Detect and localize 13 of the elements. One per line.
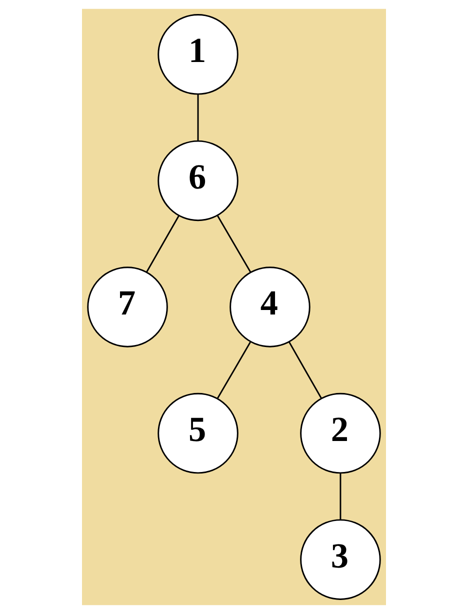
node-circle: 6 xyxy=(158,140,238,222)
node-circle: 3 xyxy=(300,519,381,600)
connector xyxy=(216,342,251,399)
connector xyxy=(340,473,342,520)
connector xyxy=(197,94,199,141)
node-circle: 2 xyxy=(300,392,381,474)
node-circle: 5 xyxy=(158,392,238,474)
node-circle: 1 xyxy=(158,14,238,95)
connector xyxy=(288,342,322,399)
connector xyxy=(146,216,180,272)
node-circle: 7 xyxy=(87,266,168,348)
node-circle: 4 xyxy=(230,266,310,348)
connector xyxy=(217,216,252,273)
